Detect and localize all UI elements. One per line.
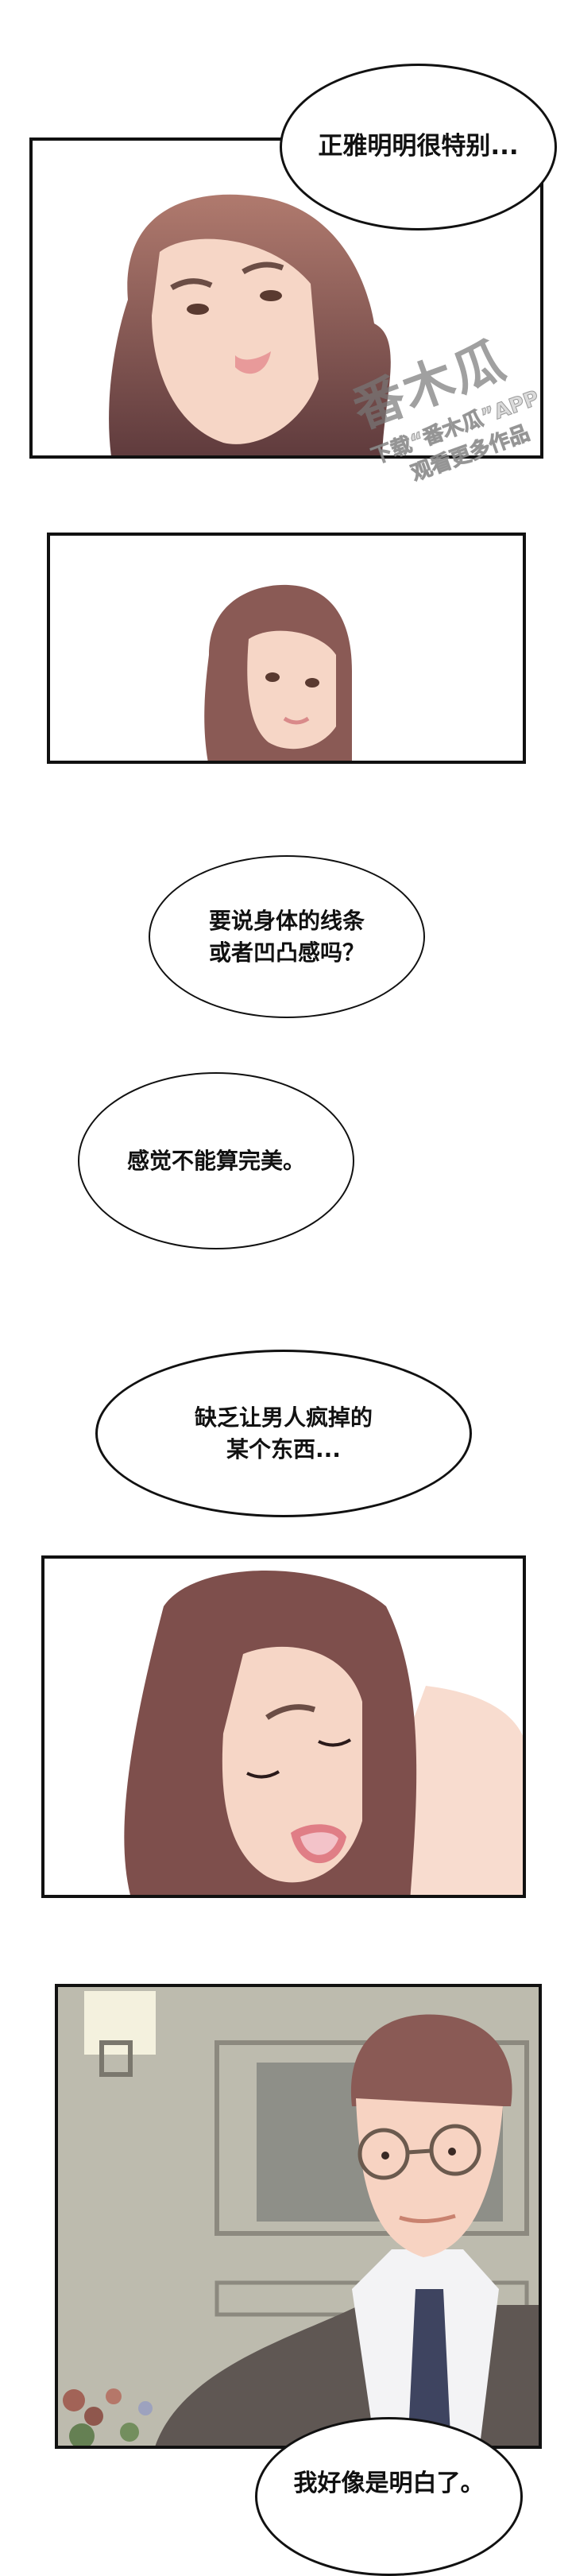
woman-smiling-illustration	[204, 584, 352, 761]
bubble-1-line-1: 正雅明明很特别...	[318, 132, 519, 161]
speech-bubble-3: 感觉不能算完美。	[78, 1072, 354, 1249]
bubble-3-line-1: 感觉不能算完美。	[126, 1147, 305, 1174]
comic-panel-3	[41, 1555, 526, 1898]
speech-bubble-2: 要说身体的线条 或者凹凸感吗？	[149, 855, 425, 1018]
comic-panel-2	[47, 533, 526, 764]
bubble-2-line-2: 或者凹凸感吗？	[208, 939, 365, 966]
flowers	[63, 2388, 153, 2446]
woman-eyes-closed-illustration	[124, 1571, 523, 1895]
woman-troubled-illustration	[109, 194, 391, 455]
speech-bubble-5: 我好像是明白了。	[255, 2417, 523, 2576]
speech-bubble-1: 正雅明明很特别...	[280, 64, 557, 230]
bubble-2-line-1: 要说身体的线条	[208, 908, 365, 935]
comic-panel-4	[55, 1984, 542, 2449]
bubble-4-line-2: 某个东西...	[226, 1435, 341, 1462]
bubble-4-line-1: 缺乏让男人疯掉的	[194, 1404, 373, 1431]
man-glasses-suit-illustration	[58, 1987, 539, 2446]
bubble-5-line-1: 我好像是明白了。	[293, 2469, 485, 2497]
speech-bubble-4: 缺乏让男人疯掉的 某个东西...	[95, 1350, 472, 1517]
